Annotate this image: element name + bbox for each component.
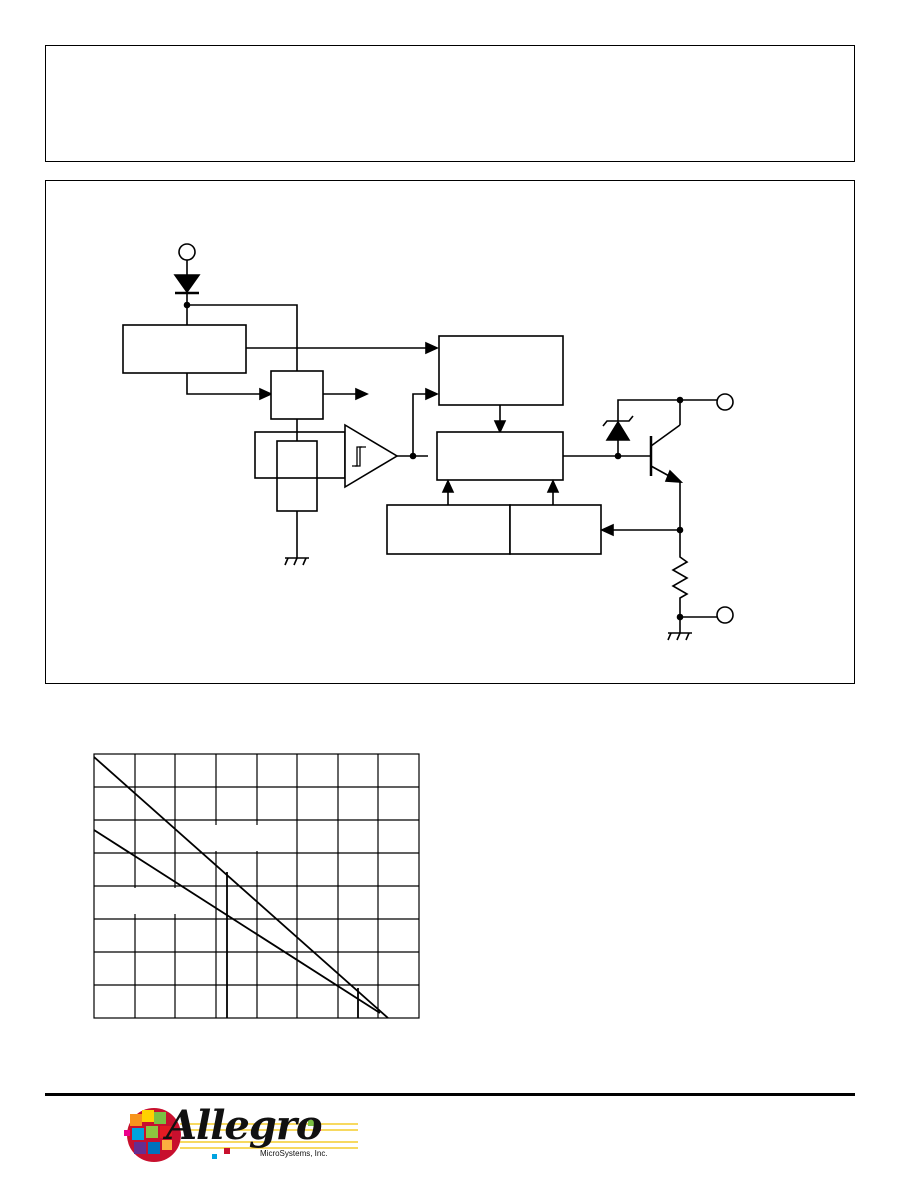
chart-grid <box>93 753 420 1019</box>
chart-series-line-upper <box>93 756 389 1019</box>
bias-block <box>270 370 324 420</box>
output-terminal <box>716 393 734 411</box>
block-diagram-box <box>45 180 855 684</box>
schmitt-trigger <box>344 423 399 489</box>
sense-resistor <box>671 551 689 617</box>
regulator-block <box>122 324 247 374</box>
allegro-logo: Allegro MicroSystems, Inc. <box>120 1100 370 1170</box>
ground-icon <box>284 557 309 566</box>
header-box <box>45 45 855 162</box>
chart-series-line-lower <box>93 829 381 1014</box>
logo-wordmark: Allegro <box>166 1102 323 1149</box>
current-limit-block <box>509 504 602 555</box>
transistor-emitter-arrow <box>664 469 684 483</box>
hall-element <box>276 440 318 512</box>
zener-diode-icon <box>605 420 631 441</box>
footer-rule <box>45 1093 855 1096</box>
ground-icon <box>667 632 692 641</box>
logo-ball-icon <box>124 1108 181 1162</box>
diode-icon <box>173 274 201 294</box>
logo-subtext: MicroSystems, Inc. <box>260 1149 328 1158</box>
control-block <box>438 335 564 406</box>
ground-terminal <box>716 606 734 624</box>
driver-block <box>436 431 564 481</box>
